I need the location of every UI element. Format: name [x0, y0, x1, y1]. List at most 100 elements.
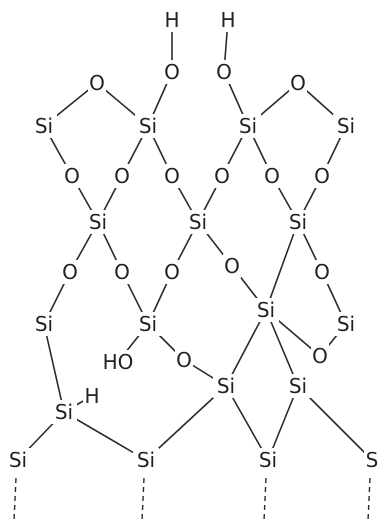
atom-label: Si — [9, 448, 27, 472]
atom-background — [163, 8, 181, 32]
atom-o_2: O — [113, 164, 131, 188]
atom-label: O — [164, 260, 180, 284]
atom-o_10: O — [223, 254, 241, 278]
atom-label: O — [314, 260, 330, 284]
bond-si_j-si_m — [225, 309, 267, 387]
atom-label: O — [290, 71, 306, 95]
bond-si_m-si_p — [145, 385, 227, 461]
atom-label: O — [89, 71, 105, 95]
atom-label: O — [312, 344, 328, 368]
atom-label: O — [164, 164, 180, 188]
atom-o_t1: O — [88, 71, 106, 95]
atom-background — [313, 260, 331, 284]
atom-background — [285, 210, 311, 234]
atom-h1: H — [163, 8, 181, 32]
atom-label: Si — [189, 210, 207, 234]
atom-si_a: Si — [31, 114, 57, 138]
atom-label: S — [366, 448, 379, 472]
atom-o_12: O — [175, 348, 193, 372]
atom-h2: H — [219, 8, 237, 32]
atom-label: O — [176, 348, 192, 372]
atom-si_e: Si — [85, 210, 111, 234]
atom-background — [253, 298, 279, 322]
atom-label: Si — [217, 374, 235, 398]
atom-background — [263, 164, 281, 188]
atom-background — [215, 60, 233, 84]
atom-label: Si — [289, 210, 307, 234]
atom-background — [255, 448, 281, 472]
atom-background — [113, 260, 131, 284]
atom-si_h: Si — [31, 312, 57, 336]
atom-background — [185, 210, 211, 234]
atom-o_t2: O — [289, 71, 307, 95]
atom-label: O — [114, 260, 130, 284]
dangling-bond-si_p — [141, 477, 145, 521]
atom-si_k: Si — [333, 312, 359, 336]
atom-si_b: Si — [135, 114, 161, 138]
atom-background — [311, 344, 329, 368]
atom-si_q: Si — [255, 448, 281, 472]
atom-background — [51, 400, 77, 424]
atom-label: HO — [103, 350, 134, 374]
atom-label: H — [220, 8, 235, 32]
atom-ho: HO — [103, 350, 134, 374]
atom-label: O — [164, 60, 180, 84]
atom-label: O — [214, 164, 230, 188]
atom-label: Si — [239, 114, 257, 138]
atom-label: Si — [337, 114, 355, 138]
atom-o_5: O — [263, 164, 281, 188]
atom-background — [5, 448, 31, 472]
atom-label: O — [264, 164, 280, 188]
atom-si_o: Si — [5, 448, 31, 472]
atom-si_m: Si — [213, 374, 239, 398]
atom-si_j: Si — [253, 298, 279, 322]
atom-si_s: S — [364, 448, 380, 472]
bond-si_n-si_r — [297, 385, 373, 461]
dangling-bond-si_r — [367, 477, 371, 521]
atom-background — [163, 260, 181, 284]
atom-si_g: Si — [285, 210, 311, 234]
atom-label: Si — [35, 114, 53, 138]
bond-si_j-si_n — [265, 309, 299, 387]
atom-label: Si — [55, 400, 73, 424]
atom-background — [223, 254, 241, 278]
atom-o_8: O — [113, 260, 131, 284]
atom-si_n: Si — [285, 374, 311, 398]
atom-background — [333, 312, 359, 336]
atom-label: O — [224, 254, 240, 278]
atom-label: O — [64, 164, 80, 188]
atom-label: Si — [289, 374, 307, 398]
atom-o_9: O — [163, 260, 181, 284]
atom-label: Si — [137, 448, 155, 472]
atom-background — [85, 210, 111, 234]
bond-si_m-si_q — [225, 385, 269, 461]
atom-background — [88, 71, 106, 95]
atom-label: O — [314, 164, 330, 188]
bond-si_n-si_q — [267, 385, 299, 461]
atom-background — [163, 164, 181, 188]
atom-background — [333, 114, 359, 138]
atom-background — [31, 312, 57, 336]
atom-background — [289, 71, 307, 95]
atom-label: Si — [259, 448, 277, 472]
atom-o_4: O — [213, 164, 231, 188]
atom-label: Si — [257, 298, 275, 322]
atom-background — [219, 8, 237, 32]
bond-si_g-si_j — [265, 221, 299, 311]
atom-o_h2: O — [215, 60, 233, 84]
atom-o_11: O — [313, 260, 331, 284]
atom-h3: H — [83, 384, 101, 408]
atom-o_13: O — [311, 344, 329, 368]
atom-background — [135, 312, 161, 336]
atom-label: Si — [139, 312, 157, 336]
atom-label: O — [216, 60, 232, 84]
atom-background — [83, 384, 101, 408]
atom-si_f: Si — [185, 210, 211, 234]
atom-si_p: Si — [133, 448, 159, 472]
atom-si_i: Si — [135, 312, 161, 336]
atom-label: O — [62, 260, 78, 284]
atom-label: Si — [337, 312, 355, 336]
atom-si_c: Si — [235, 114, 261, 138]
